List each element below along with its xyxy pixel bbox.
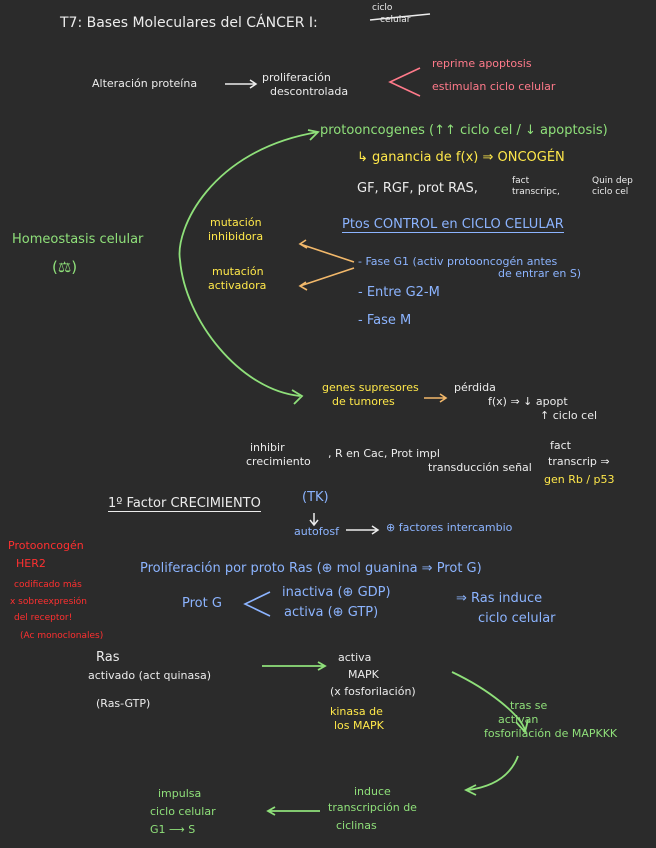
factor-auto: autofosf [294,525,339,538]
factor-tk: (TK) [302,490,329,505]
arrow-title-underline [369,13,431,21]
proliferacion-2: descontrolada [270,85,349,98]
inhib-d3: gen Rb / p53 [544,473,615,486]
quin-2: ciclo cel [592,187,629,197]
red-2: HER2 [16,557,46,570]
ras-protg: Prot G [182,596,222,611]
inhib-d2: transcrip ⇒ [548,455,610,468]
control-m: - Fase M [358,313,412,328]
inhib-c: transducción señal [428,461,532,474]
protooncogenes-head: protooncogenes (↑↑ ciclo cel / ↓ apoptos… [320,123,608,138]
arrow-arc-bottom [291,389,304,405]
arrow-to-factores [346,525,380,535]
inhib-b: , R en Cac, Prot impl [328,447,440,460]
casc-k3: fosforilación de MAPKKK [484,727,618,740]
casc-t1: induce [354,785,391,798]
casc-m5: los MAPK [334,719,384,732]
ras-inact: inactiva (⊕ GDP) [282,585,391,600]
casc-m2: MAPK [348,668,379,681]
ras-induce-1: ⇒ Ras induce [456,591,543,606]
ganancia-oncogen: ↳ ganancia de f(x) ⇒ ONCOGÉN [357,150,565,165]
casc-k1: tras se [510,699,548,712]
control-g1-b: de entrar en S) [498,267,582,280]
casc-m4: kinasa de [330,705,383,718]
casc-i2: ciclo celular [150,805,216,818]
control-head: Ptos CONTROL en CICLO CELULAR [342,217,564,233]
mut-act-2: activadora [208,279,267,292]
ras-activ: activa (⊕ GTP) [284,605,379,620]
casc-i1: impulsa [158,787,202,800]
homeostasis-label: Homeostasis celular [12,232,144,247]
estimulan-ciclo: estimulan ciclo celular [432,80,556,93]
arrow-to-perdida [424,393,448,403]
inhib-a2: crecimiento [246,455,311,468]
genes-2: de tumores [332,395,395,408]
mut-inh-1: mutación [210,216,262,229]
fact-2: transcripc, [512,187,560,197]
arrow-to-proliferation [225,79,258,89]
arrow-mapk-curve [451,671,529,734]
proto-list: GF, RGF, prot RAS, [357,181,478,196]
casc-ras-3: (Ras-GTP) [96,697,151,710]
loss-1: pérdida [454,381,496,394]
scale-icon: (⚖) [52,258,78,276]
alteracion-proteina: Alteración proteína [92,77,198,90]
quin-1: Quin dep [592,176,633,186]
factor-head: 1º Factor CRECIMIENTO [108,496,261,512]
proliferacion-1: proliferación [262,71,331,84]
red-5: del receptor! [14,613,73,623]
red-1: Protooncogén [8,539,84,552]
casc-ras: Ras [96,650,120,665]
arrow-to-activadora [298,267,355,291]
control-g2m: - Entre G2-M [358,285,440,300]
inhib-a1: inhibir [250,441,285,454]
red-4: x sobreexpresión [10,597,87,607]
inhib-d1: fact [550,439,571,452]
casc-ras-2: activado (act quinasa) [88,669,211,682]
arrow-tk-down [309,513,319,527]
casc-k2: activan [498,713,539,726]
fact-1: fact [512,176,530,186]
arrow-arc-top [307,129,320,141]
casc-t3: ciclinas [336,819,377,832]
casc-i3: G1 ⟶ S [150,823,196,836]
reprime-apoptosis: reprime apoptosis [432,57,532,70]
title-sub-2: celular [380,15,411,25]
mut-act-1: mutación [212,265,264,278]
brace-pink [388,67,421,97]
casc-m3: (x fosforilación) [330,685,416,698]
genes-1: genes supresores [322,381,419,394]
arrow-left-ciclinas [266,806,320,816]
red-3: codificado más [14,580,82,590]
page-title: T7: Bases Moleculares del CÁNCER I: [60,15,318,31]
arrow-down-curve [463,755,519,796]
mut-inh-2: inhibidora [208,230,264,243]
brace-blue [243,591,271,617]
ras-induce-2: ciclo celular [478,611,556,626]
arc-homeostasis [178,131,319,397]
loss-2: f(x) ⇒ ↓ apopt [488,395,568,408]
red-6: (Ac monoclonales) [20,631,104,641]
casc-t2: transcripción de [328,801,417,814]
title-sub-1: ciclo [372,3,393,13]
factor-inter: ⊕ factores intercambio [386,521,513,534]
arrow-to-inhibidora [298,239,355,263]
control-g1-a: - Fase G1 (activ protooncogén antes [358,255,558,268]
loss-3: ↑ ciclo cel [540,409,598,422]
ras-prolif: Proliferación por proto Ras (⊕ mol guani… [140,561,482,576]
casc-m1: activa [338,651,372,664]
arrow-ras-mapk [262,661,327,671]
